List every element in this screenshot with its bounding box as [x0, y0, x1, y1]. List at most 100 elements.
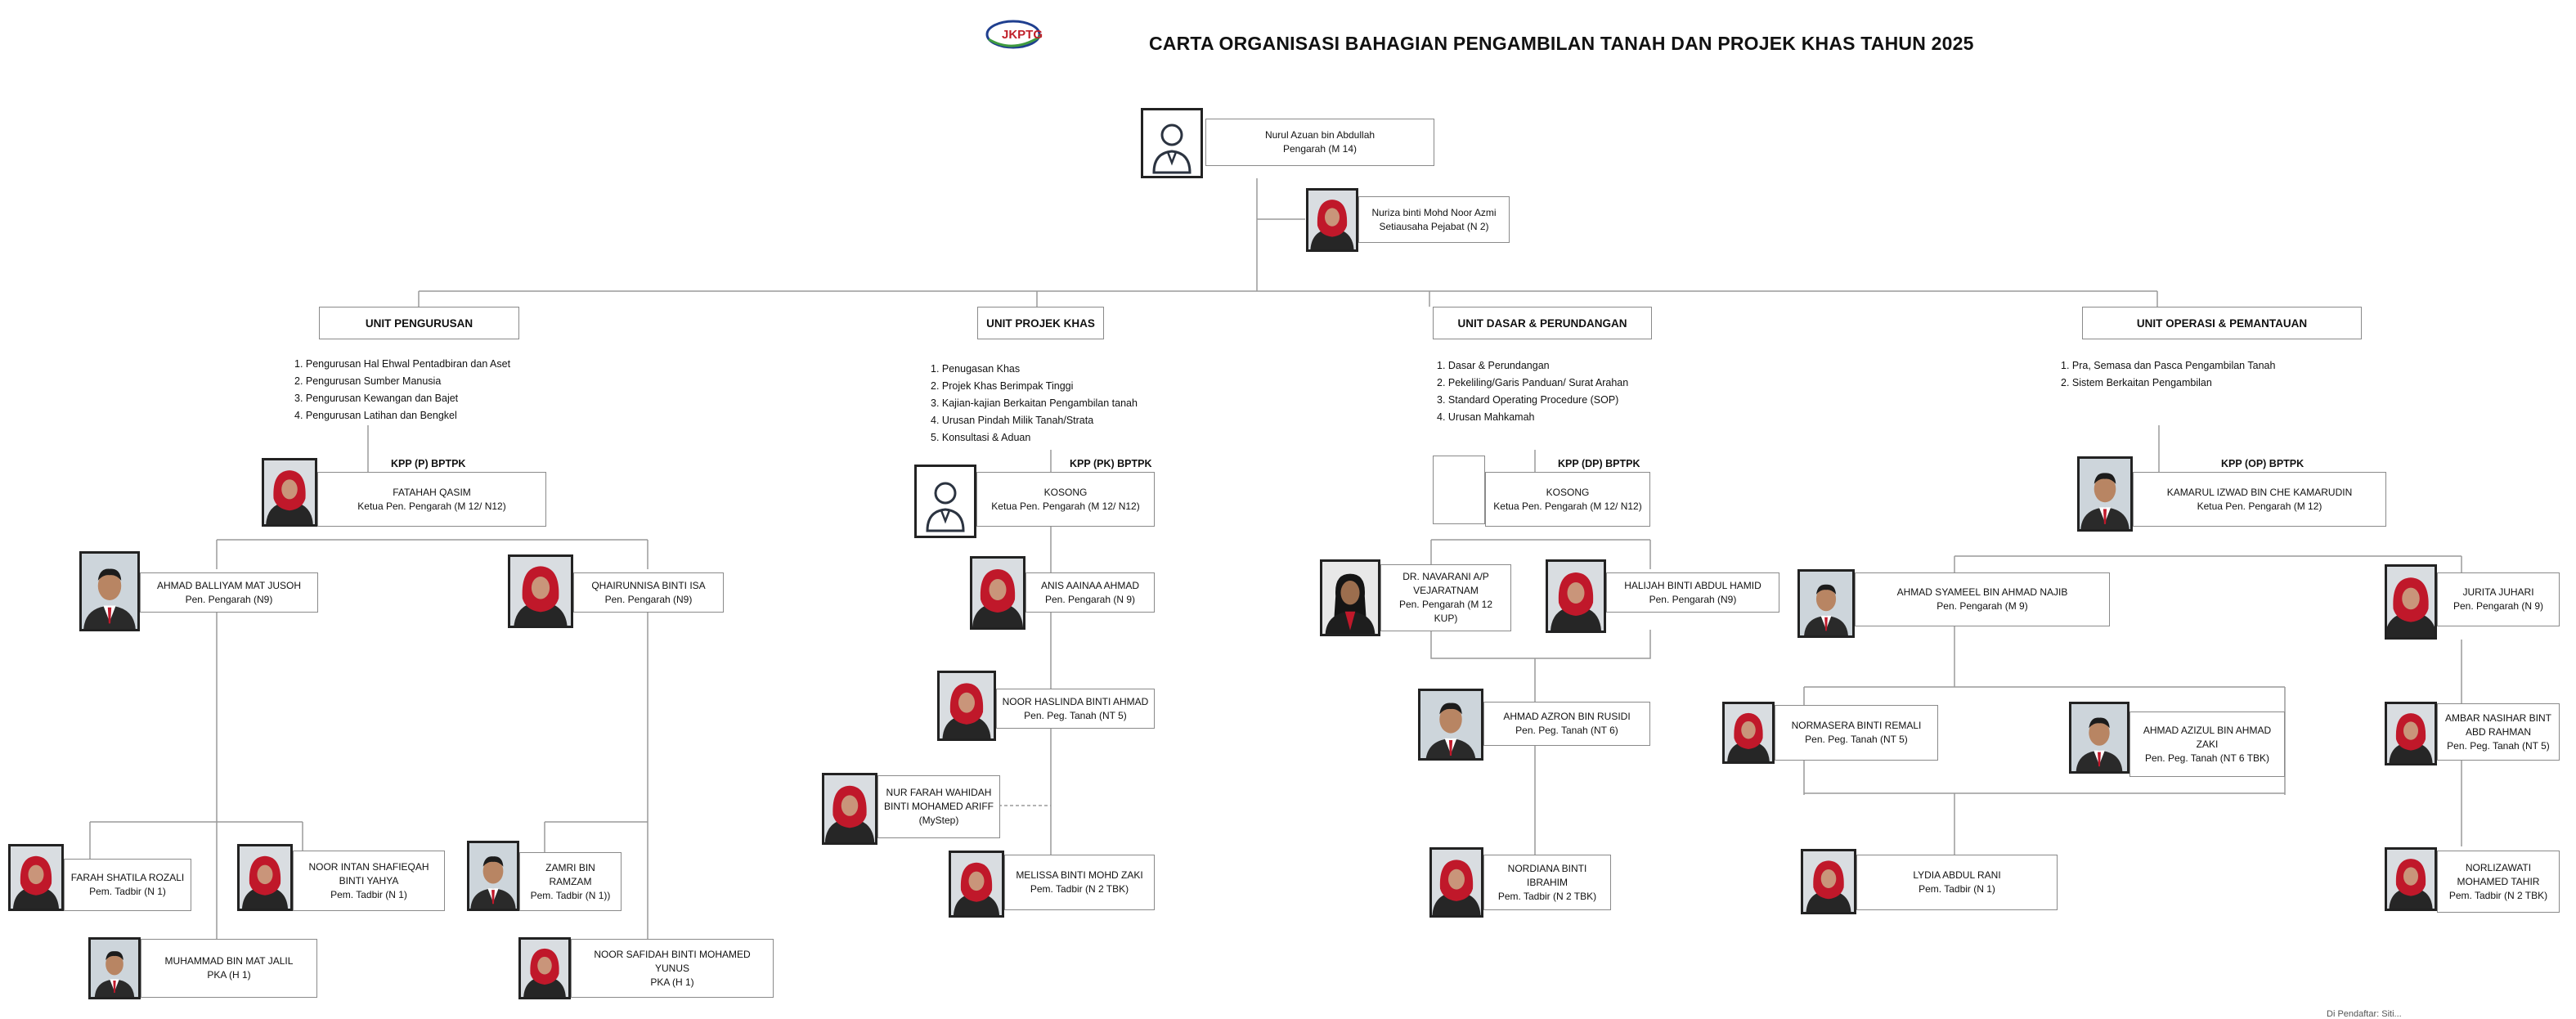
woman-tudung-icon: [510, 557, 571, 626]
placeholder-avatar-icon: [917, 467, 974, 536]
staff-farah-shatila-photo: [8, 844, 64, 911]
man-icon: [1420, 691, 1481, 758]
unit-header: UNIT DASAR & PERUNDANGAN: [1433, 307, 1652, 339]
staff-post: Pem. Tadbir (N 1)): [530, 889, 611, 901]
unit-task-list: 1. Pra, Semasa dan Pasca Pengambilan Tan…: [2061, 357, 2275, 392]
staff-post: Pen. Pengarah (M 12 KUP): [1398, 599, 1493, 624]
staff-anis-aainaa-photo: [970, 556, 1025, 630]
staff-post: Pen. Pengarah (N9): [1649, 593, 1737, 605]
staff-nur-farah-photo: [822, 773, 877, 845]
staff-post: Pem. Tadbir (N 2 TBK): [1030, 883, 1129, 895]
head-operasi-photo: [2077, 456, 2133, 532]
staff-post: Pem. Tadbir (N 1): [330, 888, 407, 900]
woman-tudung-icon: [951, 853, 1002, 915]
head-pengurusan-photo: [262, 458, 317, 527]
man-icon: [2080, 459, 2130, 529]
staff-ambar-photo: [2385, 702, 2437, 765]
footer-note: Di Pendaftar: Siti...: [2327, 1009, 2402, 1019]
staff-melissa-photo: [949, 851, 1004, 918]
staff-name: NORDIANA BINTI IBRAHIM: [1507, 862, 1587, 888]
staff-name: AHMAD AZIZUL BIN AHMAD ZAKI: [2143, 724, 2272, 750]
staff-name: NUR FARAH WAHIDAH BINTI MOHAMED ARIFF: [883, 787, 994, 812]
staff-norlizawati-photo: [2385, 847, 2437, 911]
unit-task-item: 3. Kajian-kajian Berkaitan Pengambilan t…: [931, 397, 1138, 409]
kpp-label: KPP (DP) BPTPK: [1558, 458, 1640, 469]
woman-tudung-icon: [521, 940, 568, 997]
unit-task-list: 1. Dasar & Perundangan 2. Pekeliling/Gari…: [1437, 357, 1628, 426]
staff-post: Pen. Pengarah (N 9): [2453, 600, 2544, 612]
unit-task-item: 1. Pra, Semasa dan Pasca Pengambilan Tan…: [2061, 360, 2276, 371]
staff-noor-haslinda-photo: [937, 671, 996, 741]
unit-task-item: 4. Pengurusan Latihan dan Bengkel: [294, 410, 457, 421]
staff-post: Pem. Tadbir (N 1): [89, 886, 166, 897]
staff-post: Pen. Peg. Tanah (NT 6): [1515, 725, 1618, 736]
staff-name: AHMAD BALLIYAM MAT JUSOH: [156, 579, 302, 591]
staff-post: Pen. Pengarah (M 9): [1936, 600, 2028, 612]
unit-task-item: 2. Pengurusan Sumber Manusia: [294, 375, 442, 387]
staff-post: (MyStep): [918, 815, 959, 826]
staff-name: LYDIA ABDUL RANI: [1913, 869, 2001, 881]
woman-tudung-icon: [1432, 850, 1481, 915]
staff-name: AMBAR NASIHAR BINT ABD RAHMAN: [2444, 712, 2552, 738]
staff-post: Pen. Peg. Tanah (NT 6 TBK): [2144, 752, 2270, 764]
unit-task-item: 2. Pekeliling/Garis Panduan/ Surat Araha…: [1437, 377, 1629, 388]
staff-noor-safidah-card: NOOR SAFIDAH BINTI MOHAMED YUNUS PKA (H 1…: [571, 939, 774, 998]
staff-post: PKA (H 1): [650, 976, 694, 988]
staff-ahmad-azron-photo: [1418, 689, 1483, 761]
placeholder-avatar-icon: [1143, 110, 1200, 176]
head-projek-khas-photo: [914, 465, 976, 538]
unit-task-item: 2. Sistem Berkaitan Pengambilan: [2061, 377, 2212, 388]
woman-tudung-icon: [264, 460, 315, 524]
staff-name: FARAH SHATILA ROZALI: [70, 872, 185, 883]
woman-tudung-icon: [1803, 851, 1854, 912]
director-photo: [1141, 108, 1203, 178]
man-icon: [82, 554, 137, 629]
staff-name: AHMAD SYAMEEL BIN AHMAD NAJIB: [1896, 586, 2068, 598]
woman-tudung-icon: [972, 559, 1023, 627]
secretary-photo: [1306, 188, 1358, 252]
chart-title: CARTA ORGANISASI BAHAGIAN PENGAMBILAN TA…: [1149, 33, 1974, 54]
staff-post: Pen. Pengarah (N9): [604, 593, 693, 605]
staff-halijah-photo: [1546, 559, 1606, 633]
unit-task-item: 5. Konsultasi & Aduan: [931, 432, 1031, 443]
unit-task-item: 4. Urusan Pindah Milik Tanah/Strata: [931, 415, 1094, 426]
staff-name: Nurul Azuan bin Abdullah: [1264, 129, 1376, 141]
woman-icon: [1322, 562, 1378, 634]
kpp-label: KPP (PK) BPTPK: [1070, 458, 1152, 469]
staff-post: Pem. Tadbir (N 1): [1919, 883, 1995, 895]
staff-name: NOOR SAFIDAH BINTI MOHAMED YUNUS: [594, 948, 751, 974]
staff-post: Pen. Pengarah (N 9): [1044, 593, 1136, 605]
unit-task-item: 1. Pengurusan Hal Ehwal Pentadbiran dan …: [294, 358, 511, 370]
unit-task-item: 1. Dasar & Perundangan: [1437, 360, 1550, 371]
staff-post: Ketua Pen. Pengarah (M 12/ N12): [357, 500, 506, 512]
staff-lydia-photo: [1801, 849, 1856, 914]
staff-name: Nuriza binti Mohd Noor Azmi: [1371, 206, 1497, 218]
man-icon: [91, 940, 138, 997]
man-icon: [1800, 572, 1852, 635]
unit-task-item: 1. Penugasan Khas: [931, 363, 1021, 375]
unit-header: UNIT OPERASI & PEMANTAUAN: [2082, 307, 2362, 339]
staff-post: Pen. Peg. Tanah (NT 5): [2447, 739, 2550, 752]
staff-farah-shatila-card: FARAH SHATILA ROZALI Pem. Tadbir (N 1): [64, 859, 191, 911]
staff-name: MUHAMMAD BIN MAT JALIL: [164, 955, 294, 967]
woman-tudung-icon: [2387, 704, 2435, 763]
staff-name: KAMARUL IZWAD BIN CHE KAMARUDIN: [2166, 486, 2353, 498]
staff-ahmad-syameel-card: AHMAD SYAMEEL BIN AHMAD NAJIB Pen. Pengar…: [1855, 572, 2110, 626]
logo-text: JKPTG: [1002, 28, 1043, 42]
staff-name: HALIJAH BINTI ABDUL HAMID: [1624, 579, 1761, 591]
staff-post: Pengarah (M 14): [1282, 143, 1358, 155]
